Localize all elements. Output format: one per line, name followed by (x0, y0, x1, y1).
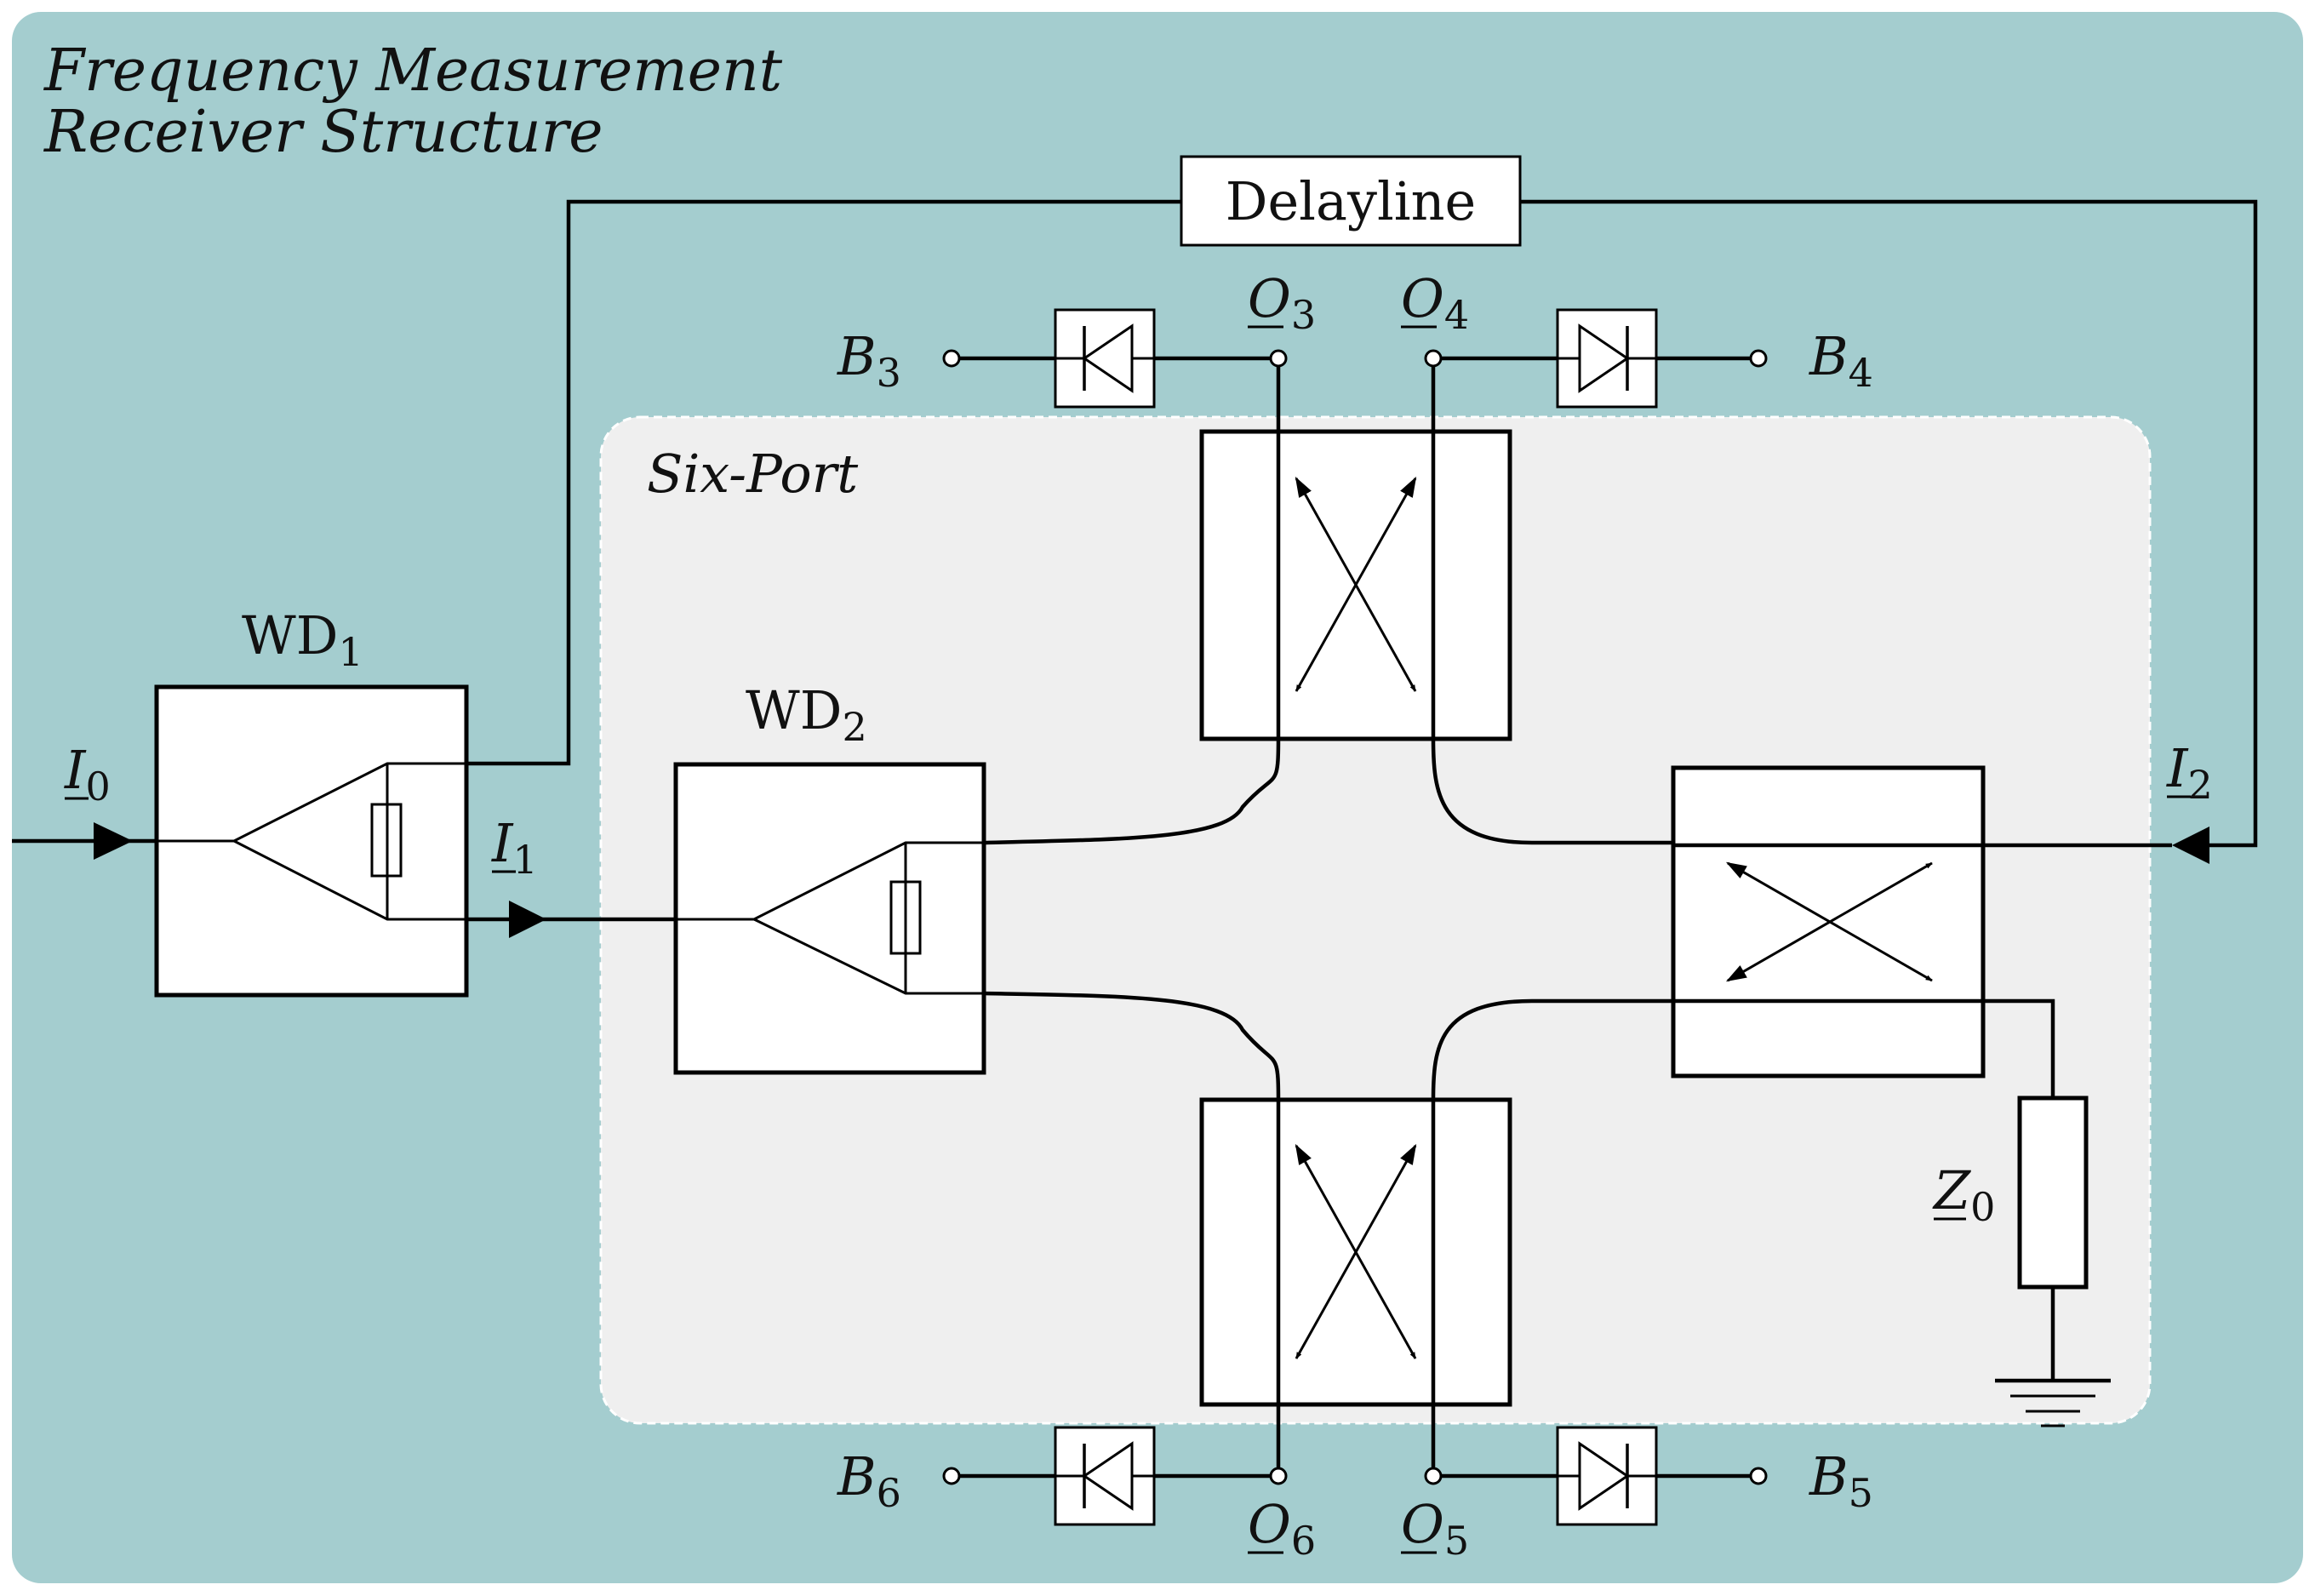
load-z0-label: Z0 (1932, 1159, 1995, 1230)
wire-to-load (1983, 998, 2055, 1381)
diode-icon (1556, 308, 1658, 409)
wd1-block (154, 684, 469, 998)
wd1-label: WD1 (242, 604, 363, 675)
terminal-b4 (1749, 349, 1768, 368)
top-coupler (1199, 429, 1512, 741)
baseband-b6-label: B6 (837, 1445, 901, 1516)
terminal-o3 (1269, 349, 1288, 368)
six-port-label: Six-Port (647, 443, 858, 505)
ground-icon (1995, 1378, 2111, 1427)
i2-arrow-icon (2172, 827, 2209, 864)
baseband-b5-label: B5 (1809, 1445, 1873, 1516)
bottom-coupler (1199, 1097, 1512, 1407)
wire-wd2-bottom (983, 991, 1281, 1101)
i1-arrow-icon (509, 901, 546, 938)
terminal-b3 (942, 349, 961, 368)
resistor-icon (889, 880, 922, 955)
diagram-title-line1: Frequency Measurement (43, 37, 783, 105)
load-resistor-icon (2017, 1095, 2089, 1290)
terminal-o4 (1424, 349, 1443, 368)
wire-top-to-right (1431, 738, 1673, 845)
terminal-b5 (1749, 1467, 1768, 1485)
diagram-title-line2: Receiver Structure (43, 99, 603, 166)
delayline-label: Delayline (1226, 170, 1477, 232)
wd2-block (673, 762, 986, 1075)
terminal-o6 (1269, 1467, 1288, 1485)
input-i2-label: I2 (2166, 737, 2213, 808)
diode-icon (1054, 308, 1156, 409)
output-o3-label: O3 (1248, 267, 1316, 338)
wire-delay-path (466, 199, 2258, 848)
baseband-b4-label: B4 (1809, 325, 1873, 396)
terminal-o5 (1424, 1467, 1443, 1485)
six-port-region (599, 415, 2152, 1425)
input-i1-label: I1 (491, 812, 538, 883)
output-o6-label: O6 (1248, 1493, 1316, 1564)
wd2-label: WD2 (746, 679, 867, 750)
diode-icon (1556, 1426, 1658, 1526)
i0-arrow-icon (94, 822, 133, 860)
baseband-b3-label: B3 (837, 325, 901, 396)
wire-bottom-to-right (1431, 998, 1673, 1101)
right-coupler (1671, 765, 1986, 1078)
wire-wd2-top (983, 738, 1281, 845)
input-i0-label: I0 (64, 739, 111, 809)
output-o4-label: O4 (1401, 267, 1469, 338)
diode-icon (1054, 1426, 1156, 1526)
delayline-box (1180, 155, 1522, 247)
output-o5-label: O5 (1401, 1493, 1469, 1564)
terminal-b6 (942, 1467, 961, 1485)
